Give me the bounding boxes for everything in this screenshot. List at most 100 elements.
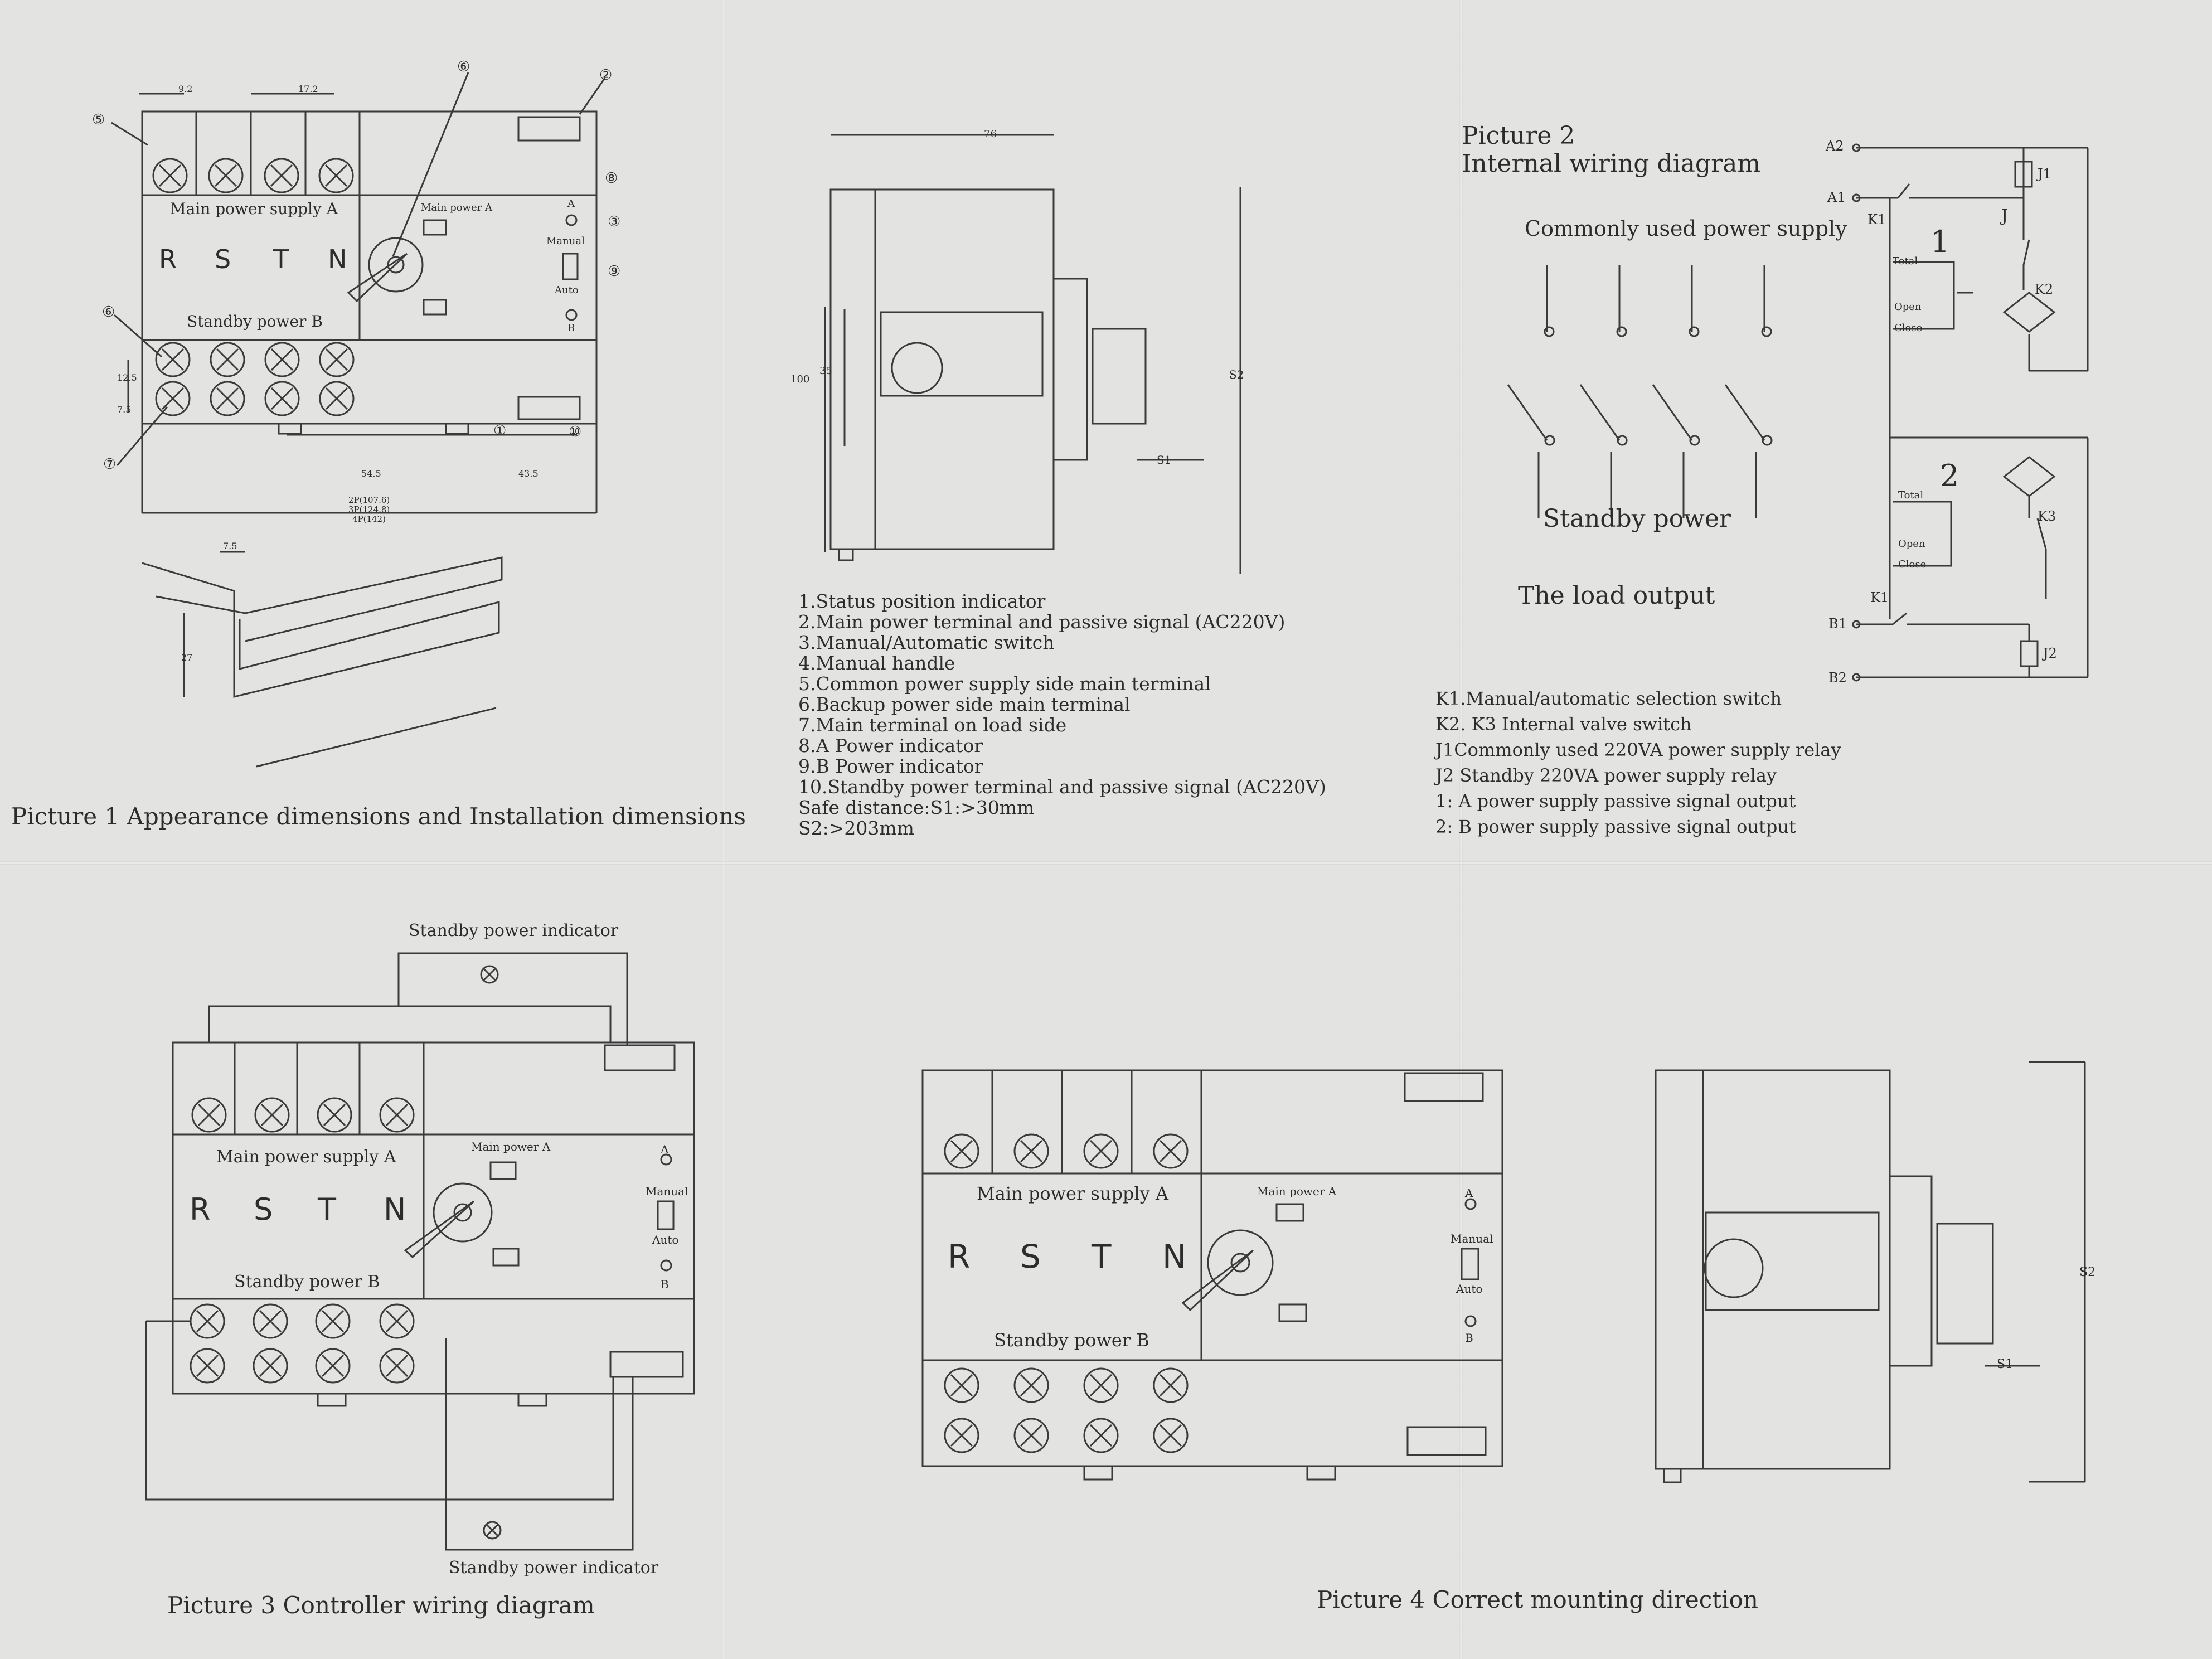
circuit-j1: J1: [2038, 166, 2051, 182]
p4-indicator-b: B: [1465, 1331, 1473, 1345]
p4-main-power-a: Main power A: [1257, 1185, 1337, 1198]
picture4-caption: Picture 4 Correct mounting direction: [1317, 1586, 1758, 1613]
p1-phase-n: N: [328, 244, 348, 274]
p4-phase-r: R: [948, 1238, 972, 1275]
p4-indicator-a: A: [1465, 1186, 1473, 1200]
p1-dim-54-5: 54.5: [361, 468, 381, 479]
paper-fold-middle: [0, 861, 2212, 865]
p3-standby-label: Standby power B: [234, 1272, 380, 1292]
p1-dim-12-5: 12.5: [117, 372, 137, 383]
picture1-caption: Picture 1 Appearance dimensions and Inst…: [11, 803, 746, 830]
p3-indicator-b: B: [661, 1278, 669, 1291]
p3-phase-s: S: [254, 1192, 274, 1227]
circuit-b1: B1: [1828, 616, 1847, 632]
p3-manual: Manual: [646, 1185, 688, 1198]
p1-main-power-a: Main power A: [421, 202, 492, 214]
side-dim-35: 35: [819, 365, 832, 377]
p4-auto: Auto: [1456, 1282, 1483, 1296]
circuit-close-1: Close: [1894, 322, 1923, 334]
circuit-k1-bottom: K1: [1870, 590, 1889, 605]
p1-width-3p: 3P(124.8): [348, 505, 390, 515]
din-rail-drawing: [142, 551, 503, 768]
picture2-standby-label: Standby power: [1543, 505, 1731, 533]
picture2-contacts: [1507, 265, 1773, 518]
circuit-k1-top: K1: [1867, 212, 1886, 227]
p3-main-power-a: Main power A: [471, 1140, 551, 1153]
p1-main-supply-label: Main power supply A: [170, 200, 338, 218]
p1-callout-7: ⑦: [103, 456, 117, 473]
p1-callout-2: ②: [599, 67, 613, 84]
circuit-j: J: [2001, 206, 2009, 226]
p3-phase-n: N: [384, 1192, 408, 1227]
picture3-caption: Picture 3 Controller wiring diagram: [167, 1592, 595, 1619]
p1-callout-10: ⑩: [569, 424, 582, 440]
circuit-total-1: Total: [1893, 255, 1918, 267]
side-dim-100: 100: [790, 373, 810, 385]
picture2-circuit: [1852, 143, 2089, 682]
legend-item: 2.Main power terminal and passive signal…: [798, 611, 1286, 633]
rail-dim-7-5: 7.5: [223, 541, 237, 551]
p1-dim-43-5: 43.5: [518, 468, 539, 479]
legend-item: 6.Backup power side main terminal: [798, 693, 1131, 715]
picture4-device: [921, 1069, 1503, 1481]
p1-callout-3: ③: [608, 214, 621, 230]
picture1-front-view: [111, 72, 606, 514]
legend-item: 7.Main terminal on load side: [798, 714, 1067, 736]
p4-main-supply-label: Main power supply A: [977, 1183, 1168, 1204]
p1-standby-label: Standby power B: [187, 312, 323, 331]
p1-callout-6b: ⑥: [102, 304, 115, 321]
p3-phase-t: T: [318, 1192, 337, 1227]
side-view-drawing: [824, 134, 1241, 574]
picture2-load-label: The load output: [1518, 581, 1715, 610]
p4-side-s2: S2: [2079, 1265, 2096, 1279]
p1-auto: Auto: [555, 284, 579, 296]
legend-item: 5.Common power supply side main terminal: [798, 673, 1211, 695]
side-view-legend: 1.Status position indicator 2.Main power…: [798, 591, 1326, 838]
legend-item: J2 Standby 220VA power supply relay: [1435, 765, 1777, 786]
p1-callout-8: ⑧: [605, 170, 618, 187]
circuit-b2: B2: [1828, 670, 1847, 686]
side-dim-s2: S2: [1229, 368, 1244, 381]
p1-phase-s: S: [215, 244, 232, 274]
circuit-k2: K2: [2035, 282, 2054, 297]
p1-callout-6: ⑥: [457, 59, 470, 75]
picture4-side-view: [1655, 1061, 2086, 1483]
p1-width-4p: 4P(142): [352, 514, 386, 524]
p4-side-s1: S1: [1997, 1357, 2014, 1371]
picture3-indicator-bottom: Standby power indicator: [449, 1558, 659, 1578]
circuit-j2: J2: [2043, 646, 2057, 661]
p4-phase-n: N: [1162, 1238, 1188, 1275]
legend-item: 4.Manual handle: [798, 652, 955, 674]
legend-item: 9.B Power indicator: [798, 755, 983, 777]
circuit-close-2: Close: [1898, 559, 1927, 570]
circuit-k3: K3: [2038, 508, 2056, 524]
legend-item: 1.Status position indicator: [798, 590, 1046, 612]
picture3-indicator-top: Standby power indicator: [409, 921, 619, 940]
p1-dim-17-2: 17.2: [298, 84, 318, 94]
p1-callout-9: ⑨: [608, 263, 621, 280]
p4-phase-t: T: [1092, 1238, 1113, 1275]
circuit-num-1: 1: [1930, 224, 1950, 259]
p3-indicator-a: A: [661, 1143, 669, 1156]
picture2-title: Picture 2: [1462, 122, 1575, 150]
picture2-subtitle: Internal wiring diagram: [1462, 149, 1761, 178]
legend-item: 1: A power supply passive signal output: [1435, 790, 1796, 812]
picture3-device: [145, 952, 695, 1551]
picture2-common-label: Commonly used power supply: [1525, 216, 1847, 241]
p1-manual: Manual: [546, 235, 585, 247]
p1-phase-t: T: [273, 244, 290, 274]
p1-dim-9-2: 9.2: [178, 84, 193, 94]
circuit-a2: A2: [1826, 138, 1844, 154]
circuit-total-2: Total: [1898, 489, 1924, 501]
p1-indicator-a: A: [567, 198, 575, 210]
p1-indicator-b: B: [567, 322, 575, 334]
side-dim-76: 76: [984, 128, 997, 140]
legend-item: K2. K3 Internal valve switch: [1435, 714, 1692, 735]
p1-width-2p: 2P(107.6): [348, 495, 390, 505]
p1-callout-5: ⑤: [92, 111, 105, 128]
side-dim-s1: S1: [1157, 453, 1172, 467]
legend-item: 10.Standby power terminal and passive si…: [798, 776, 1326, 798]
legend-item: S2:>203mm: [798, 817, 914, 839]
paper-fold-right: [1459, 0, 1463, 1659]
